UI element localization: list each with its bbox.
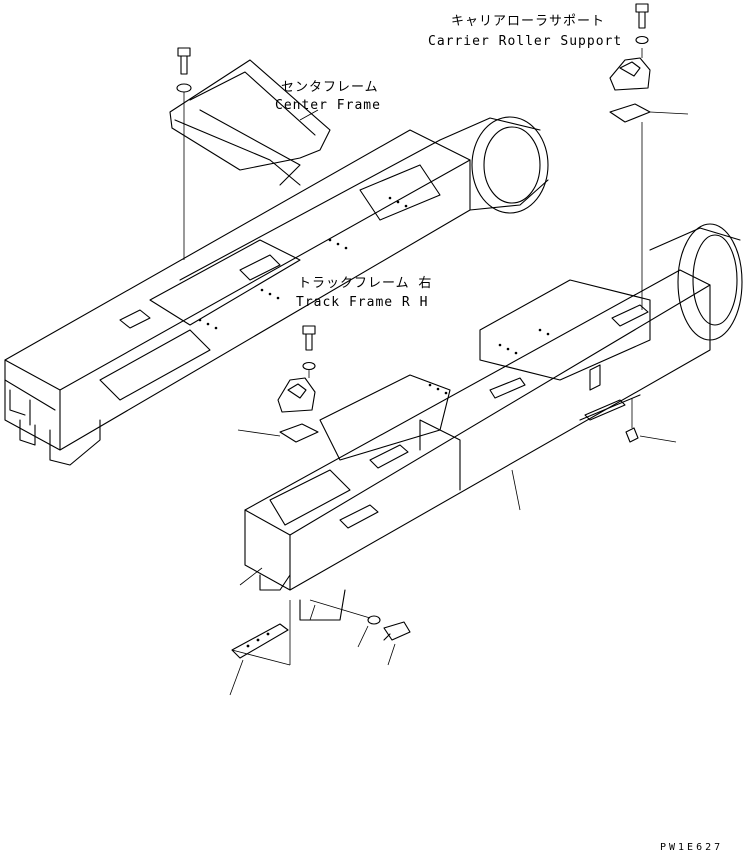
upper-track-frame xyxy=(4,47,549,466)
track-frame-label-jp: トラックフレーム 右 xyxy=(298,276,433,291)
center-frame-label-jp: センタフレーム xyxy=(281,80,379,95)
carrier-roller-support-label-en: Carrier Roller Support xyxy=(428,34,623,49)
callout-leaders xyxy=(299,109,677,511)
drawing-code: PW1E627 xyxy=(660,842,724,853)
fastener-parts xyxy=(229,567,411,696)
center-frame-label-en: Center Frame xyxy=(275,98,381,113)
track-frame-label-en: Track Frame R H xyxy=(296,295,429,310)
carrier-roller-support-top xyxy=(609,3,689,310)
lower-track-frame xyxy=(244,223,743,621)
carrier-roller-support-label-jp: キャリアローラサポート xyxy=(451,14,606,29)
carrier-roller-support-middle xyxy=(237,325,319,443)
